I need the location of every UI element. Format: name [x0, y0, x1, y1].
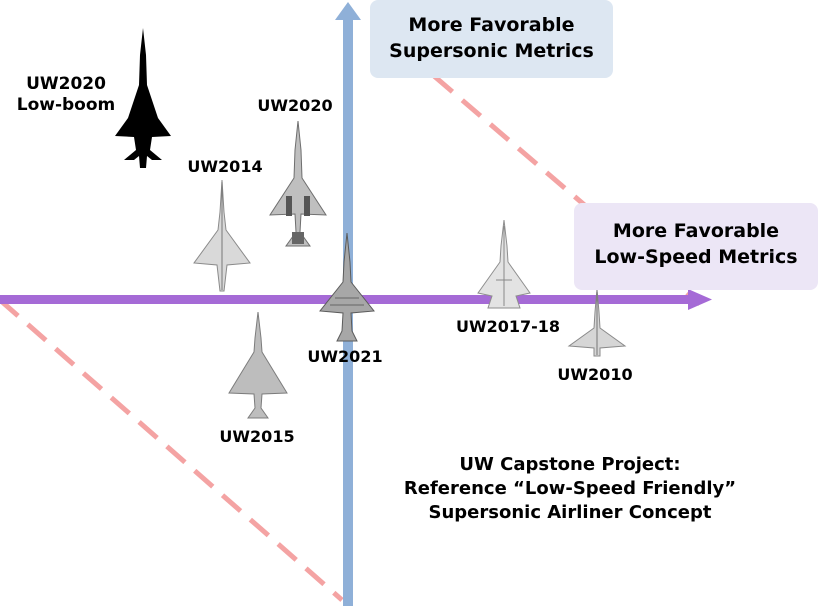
uw2010-aircraft — [567, 288, 627, 357]
uw2015-aircraft — [228, 311, 288, 419]
caption-line1: UW Capstone Project: — [459, 454, 681, 475]
uw2017-18-aircraft — [477, 219, 531, 309]
low-speed-box-line2: Low-Speed Metrics — [594, 246, 798, 268]
uw2020-lowboom-aircraft — [115, 28, 171, 168]
low-speed-metrics-box: More Favorable Low-Speed Metrics — [574, 203, 818, 290]
supersonic-box-line1: More Favorable — [408, 14, 575, 36]
uw2021-label: UW2021 — [307, 347, 383, 366]
uw2020-aircraft — [269, 120, 327, 247]
lower-dashed-diagonal — [0, 298, 344, 602]
supersonic-box-line2: Supersonic Metrics — [389, 40, 594, 62]
uw2020-lowboom-label-line2: Low-boom — [16, 95, 116, 115]
uw2014-label: UW2014 — [187, 157, 263, 176]
uw2020-lowboom-label-line1: UW2020 — [26, 74, 106, 94]
uw2014-aircraft — [193, 179, 251, 292]
capstone-caption: UW Capstone Project: Reference “Low-Spee… — [380, 453, 760, 525]
uw2020-lowboom-label: UW2020 Low-boom — [10, 74, 122, 116]
caption-line2: Reference “Low-Speed Friendly” — [403, 478, 737, 499]
uw2015-label: UW2015 — [219, 427, 295, 446]
uw2017-18-label: UW2017-18 — [455, 317, 561, 336]
uw2020-label: UW2020 — [257, 96, 333, 115]
uw2021-aircraft — [319, 232, 375, 342]
supersonic-metrics-box: More Favorable Supersonic Metrics — [370, 0, 613, 78]
low-speed-box-line1: More Favorable — [612, 220, 780, 242]
uw2010-label: UW2010 — [557, 365, 633, 384]
caption-line3: Supersonic Airliner Concept — [428, 502, 712, 523]
